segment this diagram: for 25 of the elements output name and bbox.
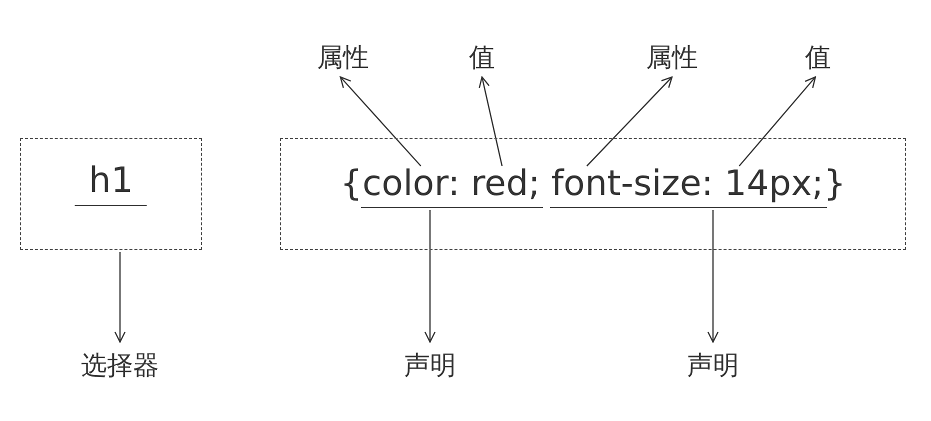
underline-bar — [361, 207, 544, 208]
code-text: } — [824, 164, 846, 204]
code-text: font-size: — [551, 164, 714, 204]
code-text: red; — [470, 164, 540, 204]
arrow — [738, 76, 816, 166]
arrow — [478, 76, 503, 166]
arrow — [424, 210, 436, 343]
underline-bar — [550, 207, 827, 208]
term-label: 属性 — [317, 40, 369, 75]
term-label: 属性 — [646, 40, 698, 75]
term-label: 声明 — [687, 348, 739, 383]
code-text: 14px; — [724, 164, 824, 204]
selector-text: h1 — [74, 161, 148, 206]
arrow — [114, 252, 126, 343]
arrow — [707, 210, 719, 343]
term-label: 声明 — [404, 348, 456, 383]
term-label: 值 — [469, 40, 495, 75]
code-text: color: — [362, 164, 460, 204]
arrow — [586, 76, 673, 166]
code-text: { — [340, 164, 362, 204]
dashed-box — [20, 138, 202, 250]
arrow — [340, 76, 422, 166]
term-label: 选择器 — [81, 348, 159, 383]
term-label: 值 — [805, 40, 831, 75]
dashed-box — [280, 138, 906, 250]
